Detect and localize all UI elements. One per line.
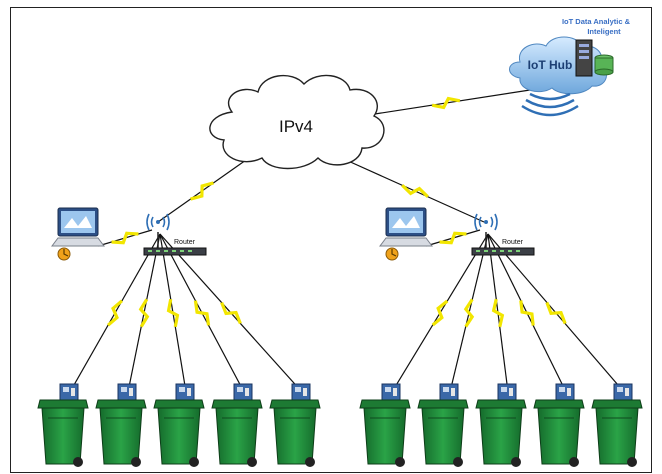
link-laptop-to-router-1 (97, 229, 153, 247)
iot-hub-group: IoT Data Analytic & Inteligent IoT Hub (509, 17, 631, 117)
trash-bin-icon (211, 383, 263, 467)
link-router-to-bin-2-3 (487, 233, 509, 393)
link-router-to-bin-2-4 (487, 233, 567, 393)
database-icon (594, 54, 614, 76)
cloud-icon (209, 74, 385, 170)
client-group-2: Router (359, 207, 643, 467)
server-icon (575, 39, 593, 77)
trash-bin-icon (359, 383, 411, 467)
link-cloud-to-router-2 (345, 159, 485, 223)
iot-hub-label: IoT Hub (528, 58, 573, 72)
link-router-to-bin-1-1 (69, 233, 161, 393)
link-router-to-bin-1-4 (159, 233, 245, 393)
ipv4-label: IPv4 (279, 117, 313, 136)
network-links (69, 89, 625, 393)
trash-bin-icon (417, 383, 469, 467)
router-icon (143, 213, 207, 256)
iot-hub-caption-line1: IoT Data Analytic & (562, 17, 631, 26)
ipv4-cloud: IPv4 (209, 74, 385, 170)
iot-hub-caption-line2: Inteligent (587, 27, 621, 36)
trash-bin-icon (533, 383, 585, 467)
link-cloud-to-hub (361, 89, 531, 117)
trash-bin-icon (153, 383, 205, 467)
link-router-to-bin-2-1 (391, 233, 489, 393)
hub-wifi-waves (521, 92, 579, 117)
client-group-1: Router (37, 207, 321, 467)
wifi-icon (474, 213, 498, 231)
trash-bin-icon (591, 383, 643, 467)
trash-bin-icon (95, 383, 147, 467)
diagram-frame (10, 7, 652, 473)
client-groups: Router Router (37, 207, 643, 467)
router-label: Router (502, 239, 524, 246)
laptop-icon (379, 207, 433, 261)
trash-bin-icon (475, 383, 527, 467)
trash-bin-icon (37, 383, 89, 467)
laptop-icon (51, 207, 105, 261)
link-cloud-to-router-1 (157, 159, 247, 223)
link-router-to-bin-1-2 (127, 233, 161, 393)
router-label: Router (174, 239, 196, 246)
link-router-to-bin-2-5 (487, 233, 625, 393)
router-icon (471, 213, 535, 256)
link-router-to-bin-2-2 (449, 233, 489, 393)
link-laptop-to-router-2 (425, 229, 481, 247)
wifi-icon (146, 213, 170, 231)
link-router-to-bin-1-5 (159, 233, 303, 393)
link-router-to-bin-1-3 (159, 233, 187, 393)
trash-bin-icon (269, 383, 321, 467)
